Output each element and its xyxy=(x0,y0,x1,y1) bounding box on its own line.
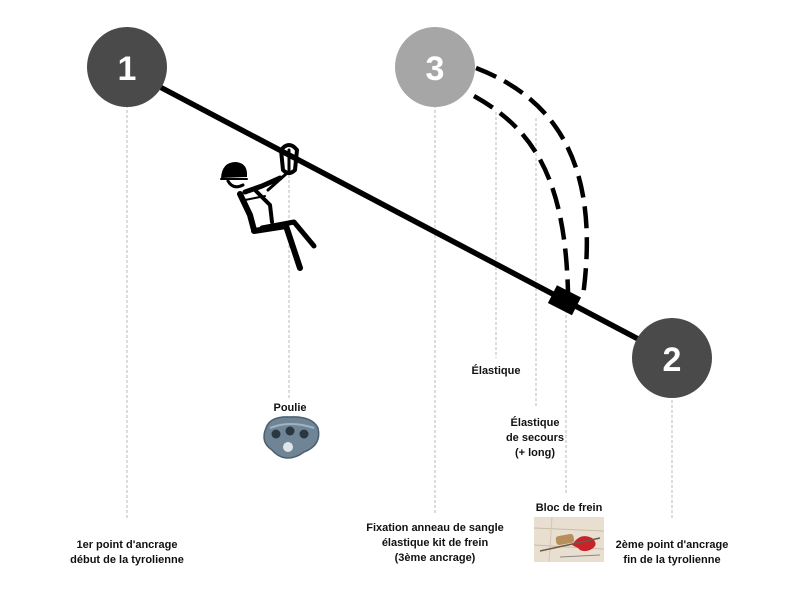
pulley-photo-icon xyxy=(263,416,320,459)
guide-lines xyxy=(126,105,673,520)
anchor-3-circle xyxy=(395,27,475,107)
anchor-2-number: 2 xyxy=(663,341,682,379)
backup-elastic-label-line2: de secours xyxy=(505,432,565,444)
backup-elastic-label-line3: (+ long) xyxy=(514,447,556,459)
brake-block-mark xyxy=(547,285,582,316)
anchor-1-number: 1 xyxy=(118,50,137,88)
backup-elastic-label: Élastique de secours (+ long) xyxy=(490,416,580,461)
anchor-3-label-line3: (3ème ancrage) xyxy=(394,552,476,564)
elastic-label-text: Élastique xyxy=(471,365,521,377)
anchor-1-label-line1: 1er point d'ancrage xyxy=(76,539,178,551)
brake-block-label-text: Bloc de frein xyxy=(535,502,603,514)
anchor-2-label-line1: 2ème point d'ancrage xyxy=(615,539,729,551)
brake-block-label: Bloc de frein xyxy=(519,501,619,516)
anchor-2-circle xyxy=(632,318,712,398)
elastic-cord xyxy=(472,94,571,293)
anchor-3-number: 3 xyxy=(426,50,445,88)
anchor-1-label-line2: début de la tyrolienne xyxy=(70,554,184,566)
brake-block-photo-icon xyxy=(533,516,605,563)
anchor-3-label: Fixation anneau de sangle élastique kit … xyxy=(345,521,525,566)
anchor-2-label-line2: fin de la tyrolienne xyxy=(623,554,721,566)
anchor-2-label: 2ème point d'ancrage fin de la tyrolienn… xyxy=(596,538,748,568)
anchor-1-label: 1er point d'ancrage début de la tyrolien… xyxy=(27,538,227,568)
anchor-3-label-line1: Fixation anneau de sangle xyxy=(366,522,504,534)
pulley-label: Poulie xyxy=(250,401,330,416)
pulley-label-text: Poulie xyxy=(273,402,307,414)
anchor-3-label-line2: élastique kit de frein xyxy=(381,537,489,549)
backup-elastic-label-line1: Élastique xyxy=(510,417,560,429)
zipline-rider-icon xyxy=(220,143,317,271)
backup-elastic-cord xyxy=(475,65,590,297)
elastic-label: Élastique xyxy=(456,364,536,379)
anchor-1-circle xyxy=(87,27,167,107)
